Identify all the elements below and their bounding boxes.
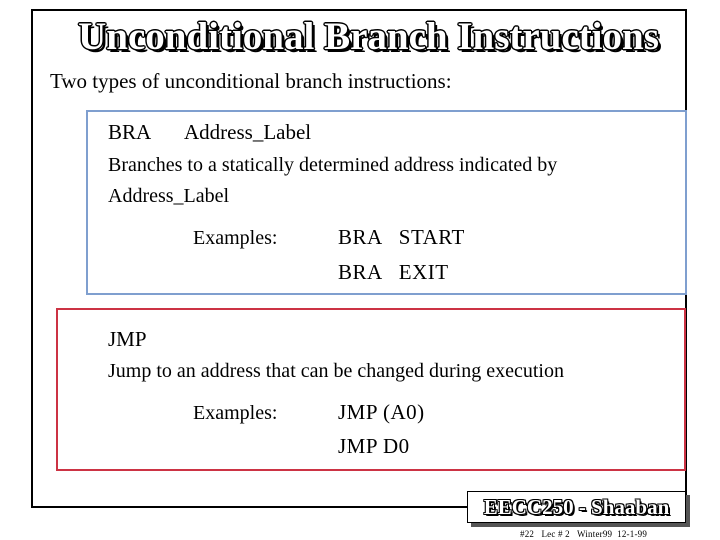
bra-examples-label: Examples:: [193, 227, 278, 249]
jmp-section-box: [56, 308, 686, 471]
bra-description-line2: Address_Label: [108, 185, 230, 207]
jmp-examples-label: Examples:: [193, 402, 278, 424]
slide-meta: #22 Lec # 2 Winter99 12-1-99: [520, 529, 648, 539]
jmp-description: Jump to an address that can be changed d…: [108, 360, 564, 382]
bra-section-box: [86, 110, 687, 295]
bra-description-line1: Branches to a statically determined addr…: [108, 154, 558, 176]
intro-text: Two types of unconditional branch instru…: [50, 69, 452, 93]
slide-title: Unconditional Branch Instructions: [78, 15, 659, 58]
course-badge: EECC250 - Shaaban: [467, 491, 686, 523]
bra-example-2: BRA EXIT: [338, 260, 449, 284]
bra-operand: Address_Label: [184, 120, 312, 144]
bra-mnemonic: BRA: [108, 120, 152, 144]
jmp-example-1: JMP (A0): [338, 400, 425, 424]
bra-example-1: BRA START: [338, 225, 465, 249]
jmp-mnemonic: JMP: [108, 327, 147, 351]
course-badge-text: EECC250 - Shaaban: [483, 495, 670, 519]
jmp-example-2: JMP D0: [338, 434, 410, 458]
